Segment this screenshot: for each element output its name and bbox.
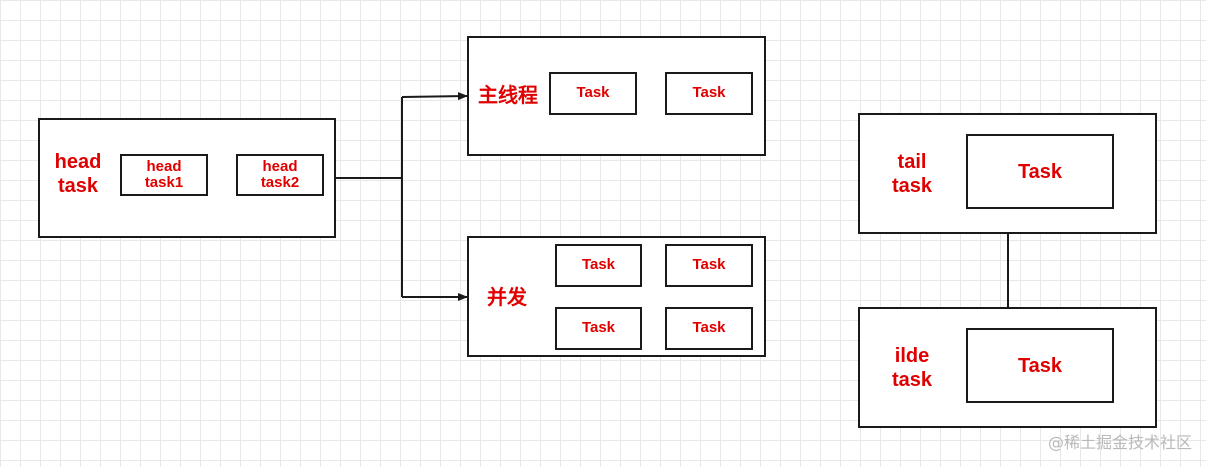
- head-task1-box: head task1: [120, 154, 208, 196]
- head-task2-box: head task2: [236, 154, 324, 196]
- main-thread-task-b: Task: [665, 72, 753, 115]
- arrow-to-main-thread: [401, 92, 468, 101]
- concurrent-label: 并发: [487, 285, 527, 309]
- head-task1-line2: task1: [144, 174, 184, 191]
- tail-task-label-line1: tail: [897, 151, 927, 173]
- main-thread-label: 主线程: [478, 83, 538, 107]
- idle-task-label-line2: task: [891, 369, 933, 391]
- concurrent-task: Task: [555, 307, 642, 350]
- head-task2-line1: head: [262, 157, 298, 175]
- head-task-label-line2: task: [57, 175, 99, 197]
- watermark: @稀土掘金技术社区: [1047, 433, 1192, 452]
- head-task-label-line1: head: [54, 151, 102, 173]
- head-task2-line2: task2: [260, 174, 300, 191]
- concurrent-task: Task: [665, 244, 753, 287]
- tail-task-label: tail task: [876, 150, 948, 198]
- tail-task-box: Task: [966, 134, 1114, 209]
- head-task-label: head task: [44, 150, 112, 198]
- idle-task-box: Task: [966, 328, 1114, 403]
- tail-task-label-line2: task: [891, 175, 933, 197]
- idle-task-label-line1: ilde: [894, 345, 930, 367]
- head-task1-line1: head: [146, 157, 182, 175]
- concurrent-task: Task: [665, 307, 753, 350]
- idle-task-label: ilde task: [876, 344, 948, 392]
- concurrent-task: Task: [555, 244, 642, 287]
- main-thread-task-a: Task: [549, 72, 637, 115]
